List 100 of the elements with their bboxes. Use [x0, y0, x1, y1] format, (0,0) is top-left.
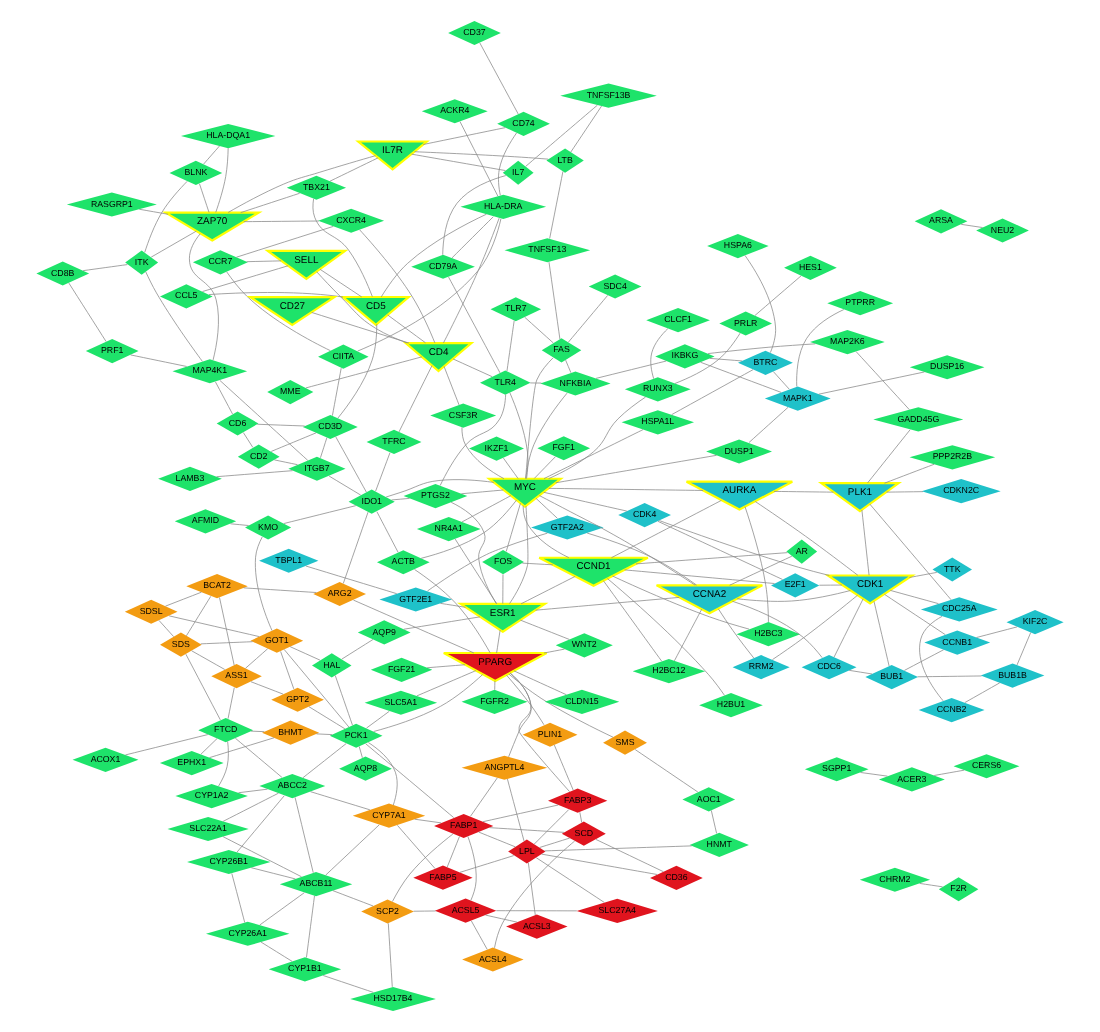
connector: [496, 629, 501, 654]
connector: [443, 366, 460, 406]
connector: [595, 839, 664, 873]
connector: [624, 569, 775, 584]
connector: [525, 104, 598, 167]
connector: [744, 255, 777, 354]
connector: [671, 369, 754, 415]
connector: [731, 600, 823, 659]
connector: [373, 674, 484, 732]
connector: [332, 890, 374, 907]
connector: [700, 361, 782, 393]
connector: [544, 845, 693, 852]
connector: [443, 217, 500, 344]
connector: [403, 616, 481, 630]
connector: [754, 275, 802, 316]
connector: [250, 730, 265, 733]
connector: [209, 737, 275, 759]
connector: [440, 602, 466, 608]
connector: [387, 922, 393, 988]
connector: [960, 223, 983, 228]
connector: [707, 343, 816, 354]
connector: [754, 501, 859, 576]
connector: [772, 594, 858, 660]
connector: [216, 470, 293, 478]
connector: [489, 827, 565, 833]
connector: [226, 271, 331, 352]
connector: [322, 975, 374, 993]
connector: [289, 646, 321, 661]
connector: [358, 746, 363, 759]
connector: [650, 328, 669, 380]
connector: [889, 590, 939, 605]
connector: [341, 639, 374, 660]
connector: [306, 895, 315, 958]
connector: [316, 733, 333, 735]
connector: [124, 734, 209, 756]
connector: [549, 171, 564, 239]
connector: [334, 675, 353, 726]
connector: [319, 268, 363, 298]
connector: [459, 855, 515, 873]
connector: [414, 818, 442, 824]
connector: [427, 532, 548, 592]
connector: [482, 804, 559, 823]
connector: [451, 216, 494, 259]
connector: [917, 675, 982, 678]
connector: [498, 132, 517, 196]
connector: [222, 836, 302, 878]
connector: [208, 292, 344, 298]
connector: [357, 218, 502, 352]
connector: [507, 778, 525, 842]
connector: [509, 505, 529, 604]
connector: [502, 574, 504, 604]
connector: [420, 499, 517, 559]
connector: [773, 491, 834, 493]
connector: [367, 742, 398, 806]
connector: [325, 824, 380, 876]
connector: [215, 381, 233, 415]
connector: [884, 463, 935, 484]
connector: [884, 593, 946, 636]
connector: [82, 264, 128, 272]
connector: [366, 710, 390, 729]
connector: [520, 576, 576, 605]
connector: [460, 489, 504, 495]
connector: [535, 597, 680, 611]
connector: [586, 532, 697, 586]
connector: [199, 183, 210, 213]
connector: [833, 598, 864, 658]
connector: [191, 650, 226, 670]
connector: [422, 127, 506, 145]
connector: [439, 394, 507, 486]
connector: [508, 673, 614, 738]
connector: [565, 359, 572, 374]
connector: [165, 591, 202, 607]
connector: [479, 42, 519, 115]
connector: [471, 920, 488, 950]
connector: [189, 233, 219, 361]
connector: [186, 595, 212, 637]
connector: [392, 833, 454, 902]
connector: [230, 523, 249, 526]
connector: [459, 121, 499, 197]
connector: [375, 452, 391, 492]
connector: [398, 365, 433, 433]
connector: [796, 309, 845, 387]
connector: [442, 175, 507, 256]
connector: [236, 226, 334, 258]
connector: [312, 198, 373, 297]
connector: [612, 575, 750, 630]
connector: [567, 295, 609, 343]
connector: [485, 914, 518, 923]
connector: [919, 616, 944, 702]
connector: [246, 260, 282, 263]
connector: [365, 743, 455, 818]
connector: [227, 687, 235, 720]
connector: [570, 105, 602, 153]
connector: [254, 536, 273, 631]
connector: [218, 741, 229, 787]
connector: [553, 744, 574, 791]
connector: [535, 857, 605, 903]
connector: [329, 157, 379, 182]
connector: [426, 664, 466, 669]
connector: [635, 552, 788, 565]
